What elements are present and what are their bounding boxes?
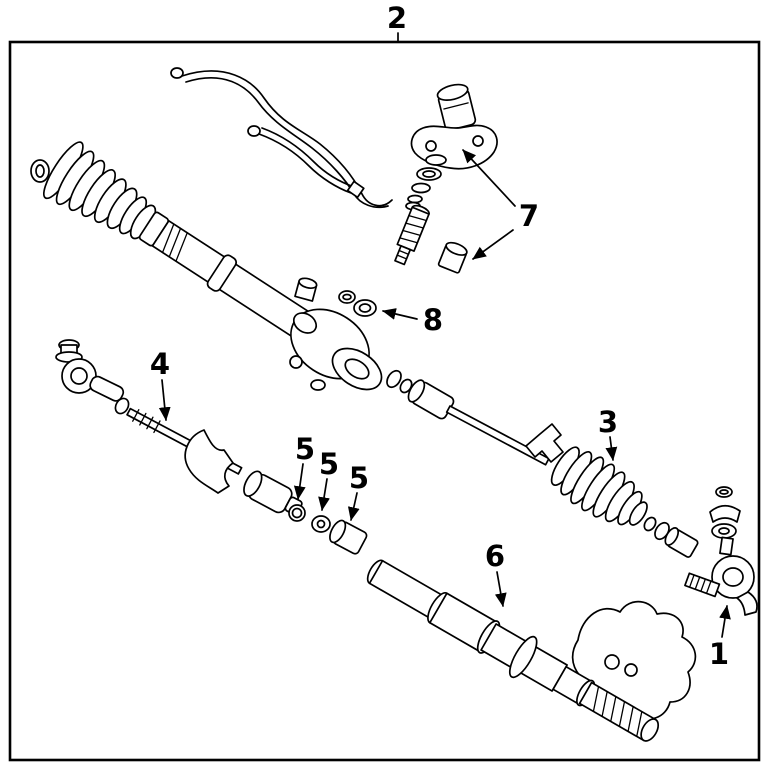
rack-housing [366, 559, 697, 742]
callout-1-label: 1 [709, 637, 729, 671]
dust-cap [709, 504, 741, 523]
pinion-housing [289, 308, 383, 391]
callout-2: 2 [387, 1, 407, 43]
rod-clamp [184, 429, 234, 494]
callout-2-label: 2 [387, 1, 407, 35]
inner-tie-rod [55, 339, 303, 516]
callout-3: 3 [598, 405, 618, 461]
valve-seal-stack [405, 154, 447, 211]
callout-8: 8 [382, 303, 443, 337]
callout-5c: 5 [347, 461, 369, 521]
rack-main-tube [43, 141, 325, 347]
hydraulic-lines [170, 67, 393, 209]
callout-5c-label: 5 [349, 461, 369, 495]
valve-shaft [394, 204, 430, 266]
valve-body [410, 83, 498, 170]
callout-6-label: 6 [485, 539, 505, 573]
callout-7: 7 [462, 149, 539, 260]
tie-rod-shaft-right [643, 516, 699, 558]
callout-4-label: 4 [150, 347, 170, 381]
rack-end-cap [30, 159, 50, 183]
bushing-small [329, 519, 368, 555]
outer-tie-rod-end [684, 486, 758, 616]
callout-5b: 5 [318, 447, 339, 511]
diagram-border [8, 40, 761, 762]
valve-bushing [437, 241, 468, 274]
callout-5a: 5 [293, 432, 315, 500]
callout-7-label: 7 [519, 199, 539, 233]
callout-5a-label: 5 [295, 432, 315, 466]
callout-8-label: 8 [423, 303, 443, 337]
port-seal-rings [338, 290, 377, 317]
boot-clamp [525, 423, 564, 463]
callout-3-label: 3 [598, 405, 618, 439]
callout-1: 1 [709, 605, 731, 671]
o-ring-small [288, 504, 306, 522]
callout-4: 4 [150, 347, 171, 421]
callout-6: 6 [485, 539, 507, 607]
fluid-port [294, 277, 318, 302]
bellows-boot [550, 446, 648, 526]
washer-small [311, 515, 331, 533]
callout-5b-label: 5 [319, 447, 339, 481]
rack-rod-right [386, 369, 564, 466]
